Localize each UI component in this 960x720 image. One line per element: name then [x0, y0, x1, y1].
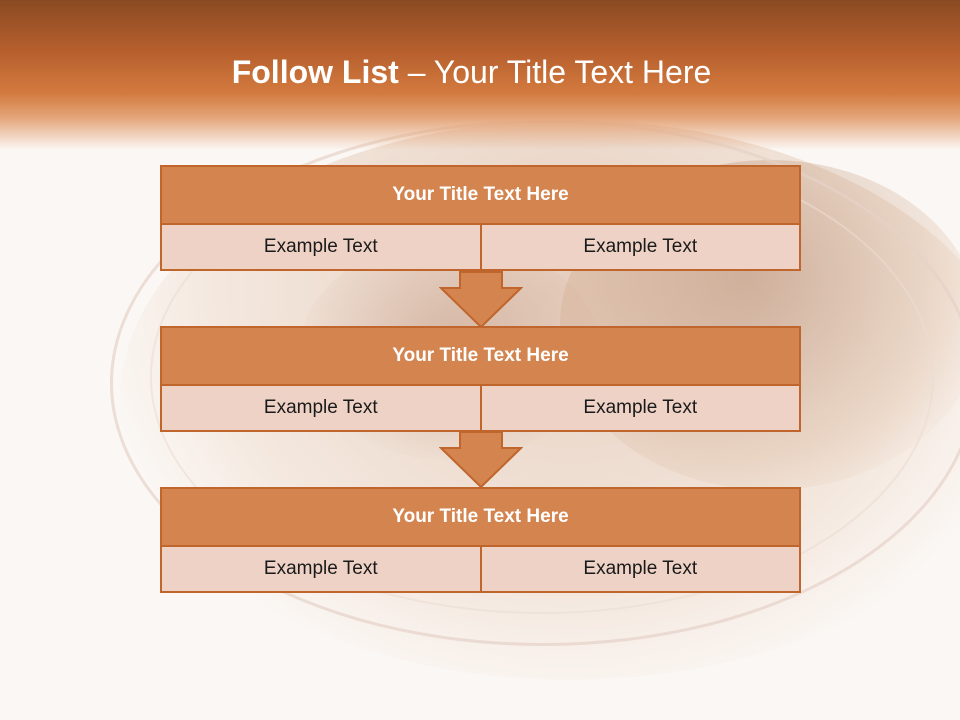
stage-box-3: Your Title Text Here Example Text Exampl…: [160, 487, 801, 593]
stage-row: Example Text Example Text: [162, 225, 799, 269]
stage-title: Your Title Text Here: [392, 506, 569, 527]
stage-row: Example Text Example Text: [162, 386, 799, 430]
stage-cell-left: Example Text: [162, 547, 480, 591]
stage-cell-right: Example Text: [479, 225, 799, 269]
stage-cell-left: Example Text: [162, 386, 480, 430]
stage-header: Your Title Text Here: [162, 167, 799, 225]
stage-header: Your Title Text Here: [162, 328, 799, 386]
stage-cell-right: Example Text: [479, 386, 799, 430]
stage-cell-left: Example Text: [162, 225, 480, 269]
stage-box-2: Your Title Text Here Example Text Exampl…: [160, 326, 801, 432]
header-band: [0, 0, 960, 150]
down-arrow-icon: [439, 271, 523, 329]
title-subtitle: – Your Title Text Here: [398, 54, 712, 90]
stage-title: Your Title Text Here: [392, 184, 569, 205]
stage-title: Your Title Text Here: [392, 345, 569, 366]
down-arrow-icon: [439, 431, 523, 489]
stage-row: Example Text Example Text: [162, 547, 799, 591]
title-main: Follow List: [231, 54, 399, 90]
stage-header: Your Title Text Here: [162, 489, 799, 547]
slide-title: Follow List – Your Title Text Here: [0, 54, 943, 91]
stage-cell-right: Example Text: [479, 547, 799, 591]
stage-box-1: Your Title Text Here Example Text Exampl…: [160, 165, 801, 271]
